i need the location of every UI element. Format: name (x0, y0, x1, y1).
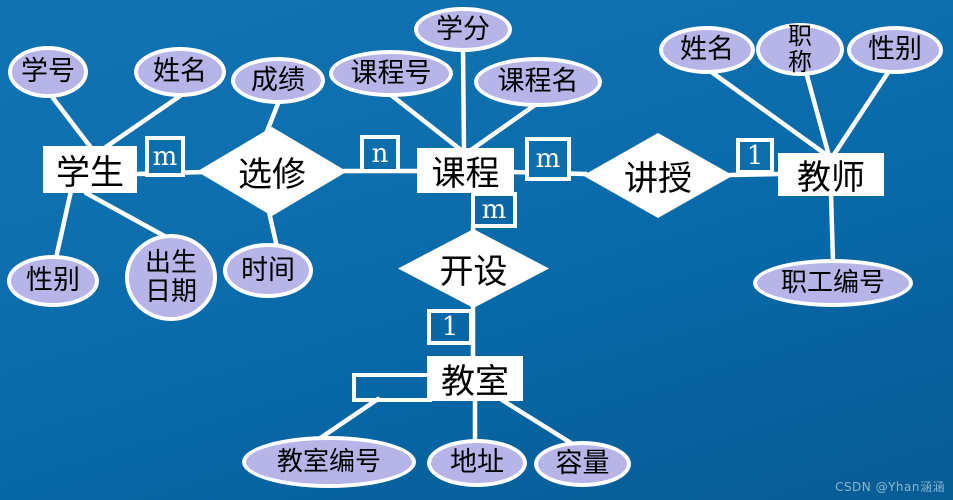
attribute-label: 学号 (21, 56, 75, 88)
entity-label: 教师 (797, 158, 865, 198)
entity-teacher: 教师 (778, 153, 884, 198)
attribute-credit: 学分 (414, 7, 512, 52)
attribute-label: 职工编号 (780, 267, 885, 298)
attribute-label: 成绩 (251, 64, 305, 96)
attribute-label: 时间 (241, 254, 295, 286)
watermark: CSDN @Yhan涵涵 (835, 480, 945, 494)
attribute-time: 时间 (223, 243, 313, 298)
attribute-course-name: 课程名 (474, 57, 602, 107)
cardinality-course-teaches: m (525, 137, 571, 181)
attribute-address: 地址 (427, 439, 527, 487)
cardinality-label: m (535, 144, 561, 174)
entity-label: 学生 (56, 153, 124, 193)
cardinality-offers-classroom: 1 (427, 309, 473, 345)
attribute-label: 教室编号 (276, 446, 381, 477)
attribute-classroom-no: 教室编号 (242, 436, 416, 488)
attribute-course-no: 课程号 (329, 50, 453, 97)
attribute-grade: 成绩 (231, 57, 325, 104)
attribute-capacity: 容量 (534, 441, 631, 487)
attribute-label: 姓名 (153, 56, 207, 88)
cardinality-student-enrolls: m (145, 136, 185, 177)
attribute-student-name: 姓名 (134, 47, 226, 97)
relationship-label: 开设 (439, 252, 508, 292)
attribute-student-no: 学号 (8, 46, 88, 98)
attribute-title: 职 称 (756, 23, 844, 76)
relationship-label: 讲授 (624, 159, 692, 199)
attribute-label: 出生 日期 (144, 248, 197, 307)
attribute-teacher-name: 姓名 (659, 26, 755, 74)
relationship-label: 选修 (238, 155, 306, 195)
entity-student: 学生 (43, 146, 137, 193)
attribute-label: 课程号 (350, 57, 432, 89)
attribute-label: 课程名 (497, 66, 579, 98)
attribute-label: 性别 (26, 265, 80, 297)
cardinality-label: m (152, 141, 178, 172)
cardinality-teaches-teacher: 1 (736, 138, 774, 174)
attribute-teacher-gender: 性别 (847, 26, 943, 74)
attribute-label: 职 称 (788, 21, 812, 76)
cardinality-label: 1 (441, 312, 459, 342)
entity-label: 教室 (441, 362, 509, 402)
cardinality-course-offers: m (471, 192, 517, 228)
attribute-label: 姓名 (680, 34, 734, 66)
attribute-label: 地址 (450, 447, 504, 479)
entity-course: 课程 (417, 148, 514, 194)
blank-box (352, 373, 432, 402)
attribute-label: 性别 (868, 34, 922, 66)
cardinality-label: 1 (746, 141, 764, 171)
attribute-student-gender: 性别 (7, 255, 99, 307)
attribute-staff-no: 职工编号 (753, 259, 913, 307)
attribute-label: 学分 (436, 13, 490, 45)
attribute-label: 容量 (555, 448, 610, 480)
cardinality-label: m (481, 195, 507, 225)
entity-classroom: 教室 (427, 356, 523, 402)
cardinality-enrolls-course: n (360, 135, 400, 173)
entity-label: 课程 (431, 154, 500, 194)
attribute-birth-date: 出生 日期 (125, 234, 217, 321)
cardinality-label: n (371, 139, 389, 169)
